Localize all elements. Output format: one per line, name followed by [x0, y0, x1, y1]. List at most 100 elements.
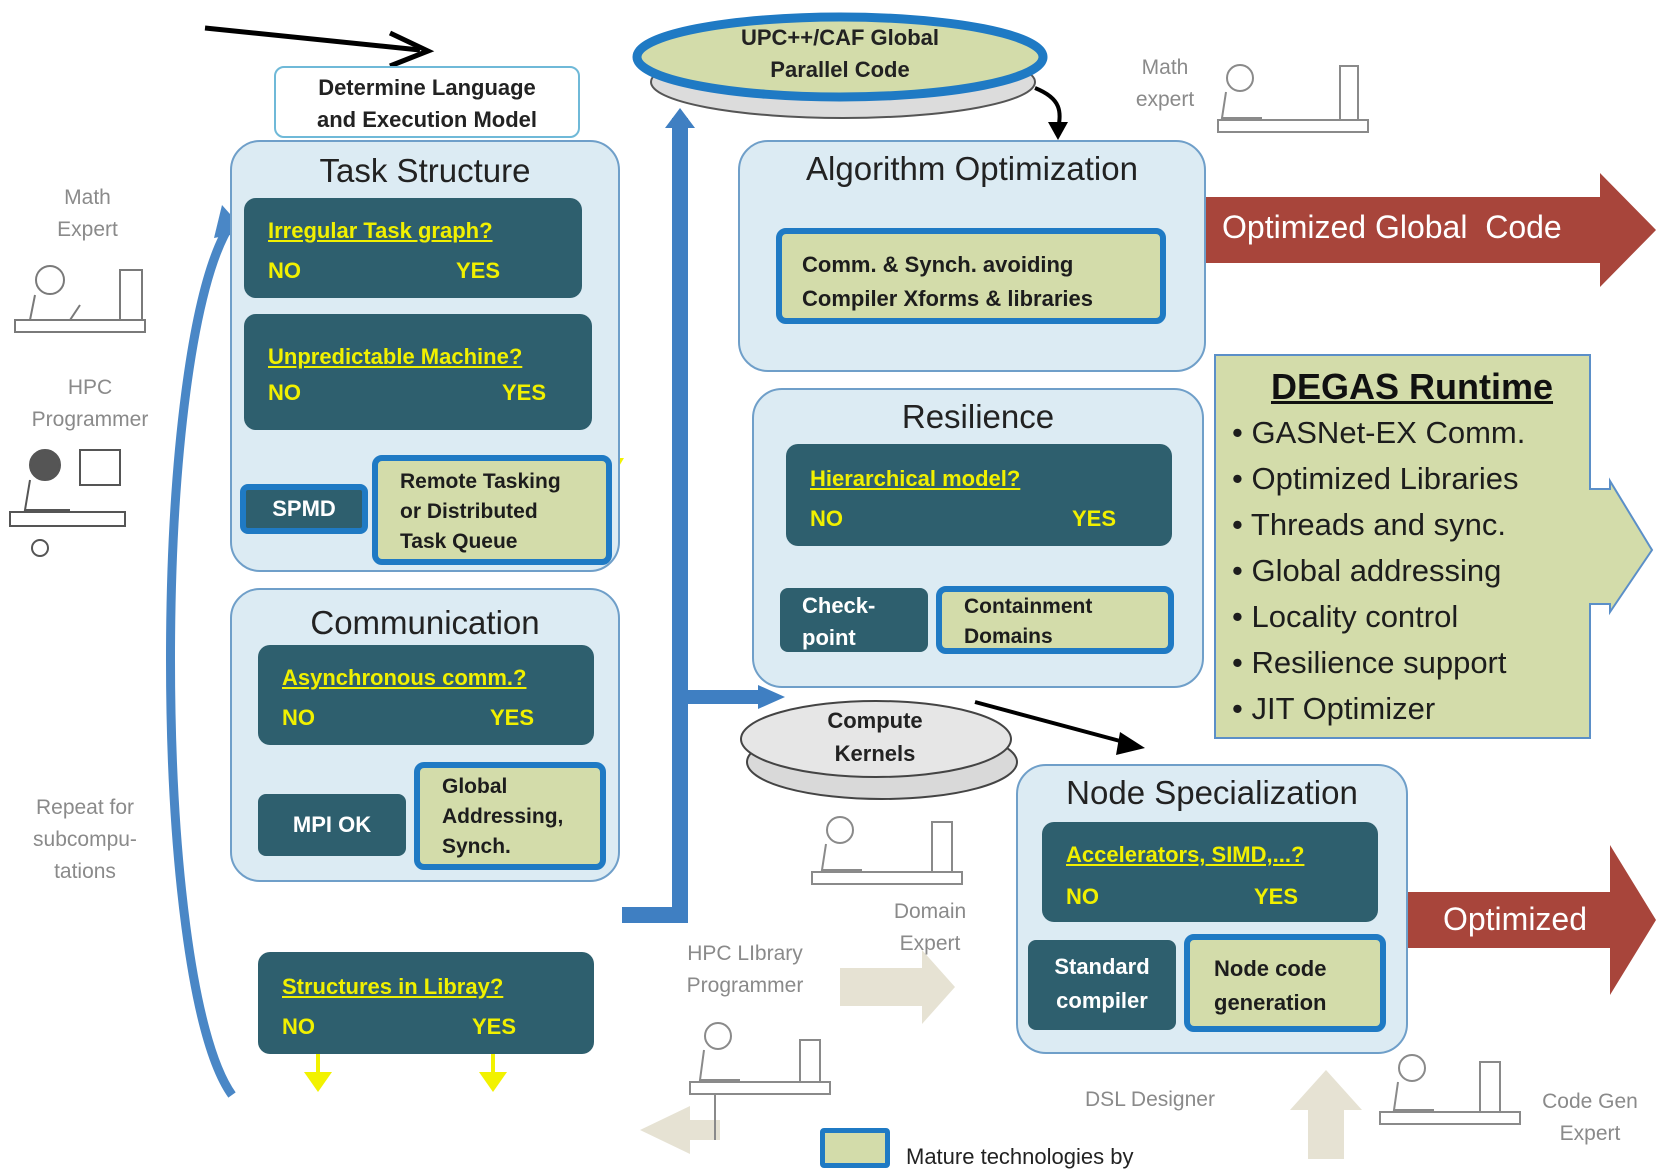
- hierarchical-model-question: Hierarchical model? NO YES: [786, 444, 1172, 546]
- irregular-yes: YES: [456, 258, 501, 283]
- containment-l2: Domains: [964, 625, 1053, 648]
- optimized-local-arrow: [1408, 845, 1656, 995]
- degas-feature-item: • Global addressing: [1232, 548, 1592, 594]
- global-code-line2: Parallel Code: [770, 57, 910, 82]
- bullet-icon: •: [1232, 553, 1252, 588]
- global-addr-l1: Global: [442, 775, 508, 798]
- degas-feature-text: GASNet-EX Comm.: [1251, 415, 1526, 450]
- code-gen-l2: Expert: [1559, 1122, 1621, 1145]
- global-code-ellipse: [632, 12, 1048, 102]
- hpc-programmer-figure: [9, 449, 126, 557]
- task-structure-title: Task Structure: [319, 152, 531, 189]
- repeat-l3: tations: [54, 860, 116, 883]
- global-code-line1: UPC++/CAF Global: [740, 25, 940, 50]
- repeat-l2: subcompu-: [33, 828, 137, 851]
- node-gen-l1: Node code: [1214, 956, 1327, 981]
- accelerators-text: Accelerators, SIMD,...?: [1066, 842, 1305, 867]
- math-expert-top-label: Math expert: [1115, 52, 1215, 116]
- hpc-programmer-l1: HPC: [67, 376, 113, 399]
- remote-l2: or Distributed: [400, 500, 538, 523]
- degas-feature-text: Optimized Libraries: [1251, 461, 1519, 496]
- dsl-designer-l1: DSL Designer: [1085, 1088, 1215, 1111]
- degas-feature-list: • GASNet-EX Comm.• Optimized Libraries• …: [1232, 410, 1592, 732]
- math-expert-left-l1: Math: [64, 186, 111, 209]
- domain-expert-l1: Domain: [893, 900, 967, 923]
- accelerators-yes: YES: [1254, 884, 1299, 909]
- determine-line2: and Execution Model: [316, 107, 538, 132]
- bullet-icon: •: [1232, 691, 1252, 726]
- hpc-programmer-l2: Programmer: [31, 408, 149, 431]
- hierarchical-yes: YES: [1072, 506, 1117, 531]
- bullet-icon: •: [1232, 461, 1252, 496]
- algorithm-title: Algorithm Optimization: [806, 150, 1138, 187]
- spmd-box: SPMD: [240, 484, 368, 534]
- compute-kernels-l2: Kernels: [834, 741, 916, 766]
- async-comm-question: Asynchronous comm.? NO YES: [258, 645, 594, 745]
- optimized-global-label: Optimized Global Code: [1222, 209, 1562, 245]
- irregular-task-question: Irregular Task graph? NO YES: [244, 198, 582, 298]
- mpi-ok-text: MPI OK: [292, 812, 372, 837]
- unpredictable-machine-question: Unpredictable Machine? NO YES: [244, 314, 592, 430]
- remote-l3: Task Queue: [400, 530, 518, 553]
- checkpoint-l1: Check-: [802, 593, 876, 618]
- hpc-library-l1: HPC LIbrary: [687, 942, 803, 965]
- remote-tasking-box: Remote Tasking or Distributed Task Queue: [372, 455, 612, 565]
- compute-kernels-ellipse: [740, 700, 1012, 778]
- node-code-generation-box: Node code generation: [1184, 934, 1386, 1032]
- optimized-global-arrow: [1205, 173, 1656, 287]
- bullet-icon: •: [1232, 599, 1252, 634]
- legend-text: Mature technologies by: [906, 1144, 1134, 1169]
- dsl-designer-label: DSL Designer: [1060, 1084, 1240, 1116]
- irregular-no: NO: [268, 258, 301, 283]
- bullet-icon: •: [1232, 645, 1252, 680]
- degas-feature-text: Threads and sync.: [1250, 507, 1506, 542]
- containment-l1: Containment: [964, 595, 1093, 618]
- degas-feature-item: • Threads and sync.: [1232, 502, 1592, 548]
- checkpoint-box: Check- point: [780, 588, 928, 652]
- library-right-arrow: [840, 950, 955, 1024]
- library-no: NO: [282, 1014, 315, 1039]
- domain-expert-figure: [811, 816, 963, 885]
- degas-arrow: [1214, 354, 1654, 739]
- global-addr-l3: Synch.: [442, 835, 511, 858]
- node-gen-l2: generation: [1214, 990, 1327, 1015]
- global-code-label: UPC++/CAF Global Parallel Code: [690, 22, 990, 86]
- compute-kernels-l1: Compute: [827, 708, 923, 733]
- determine-line1: Determine Language: [318, 75, 536, 100]
- math-expert-top-l2: expert: [1135, 88, 1195, 111]
- determine-model-box: Determine Language and Execution Model: [274, 66, 580, 138]
- comm-sync-avoiding-box: Comm. & Synch. avoiding Compiler Xforms …: [776, 228, 1166, 324]
- code-gen-label: Code Gen Expert: [1520, 1086, 1660, 1150]
- global-addr-l2: Addressing,: [442, 805, 564, 828]
- unpredictable-yes: YES: [502, 380, 547, 405]
- domain-expert-l2: Expert: [899, 932, 961, 955]
- optimized-local-l1: Optimized: [1442, 901, 1588, 937]
- math-expert-top-figure: [1217, 64, 1369, 133]
- unpredictable-no: NO: [268, 380, 301, 405]
- repeat-label: Repeat for subcompu- tations: [15, 792, 155, 888]
- degas-feature-item: • GASNet-EX Comm.: [1232, 410, 1592, 456]
- accelerators-question: Accelerators, SIMD,...? NO YES: [1042, 822, 1378, 922]
- optimized-local-label: Optimized Local Code: [1410, 896, 1620, 988]
- degas-feature-text: JIT Optimizer: [1251, 691, 1436, 726]
- repeat-arrow: [166, 219, 236, 1098]
- degas-feature-text: Global addressing: [1251, 553, 1502, 588]
- repeat-l1: Repeat for: [35, 796, 135, 819]
- hpc-library-l2: Programmer: [686, 974, 804, 997]
- async-no: NO: [282, 705, 315, 730]
- degas-feature-text: Resilience support: [1251, 645, 1507, 680]
- math-expert-left-figure: [14, 265, 146, 333]
- std-compiler-l2: compiler: [1056, 988, 1148, 1013]
- degas-title: DEGAS Runtime: [1270, 366, 1554, 407]
- checkpoint-l2: point: [802, 625, 856, 650]
- bullet-icon: •: [1232, 415, 1252, 450]
- standard-compiler-box: Standard compiler: [1028, 940, 1176, 1030]
- code-gen-up-arrow: [1290, 1070, 1362, 1159]
- irregular-task-text: Irregular Task graph?: [268, 218, 493, 243]
- optimized-local-l2: Local Code: [1434, 947, 1596, 983]
- accelerators-no: NO: [1066, 884, 1099, 909]
- library-yes: YES: [472, 1014, 517, 1039]
- communication-title: Communication: [310, 604, 540, 641]
- code-gen-expert-figure: [1379, 1054, 1521, 1125]
- math-expert-left-l2: Expert: [57, 218, 118, 241]
